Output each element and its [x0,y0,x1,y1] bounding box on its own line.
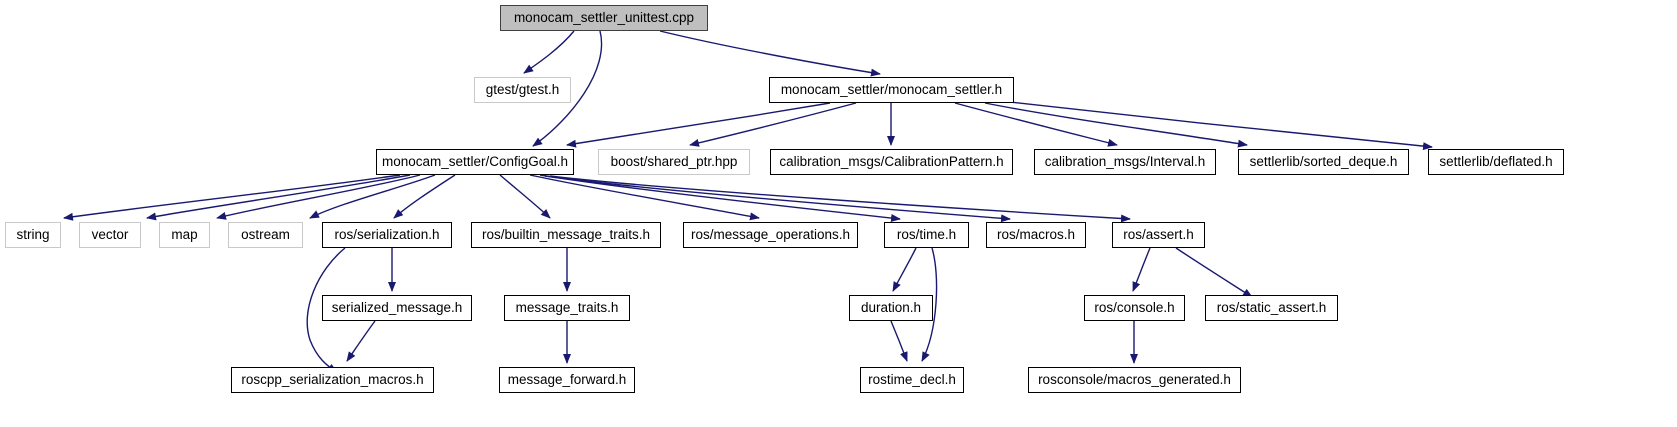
node-label: ros/assert.h [1123,227,1194,243]
node-sharedptr[interactable]: boost/shared_ptr.hpp [598,149,750,175]
node-builtin[interactable]: ros/builtin_message_traits.h [471,222,661,248]
node-label: string [16,227,50,243]
node-label: duration.h [860,300,922,316]
node-label: monocam_settler/ConfigGoal.h [381,154,569,170]
edge-serial-to-roscppmacros [306,247,346,373]
node-map[interactable]: map [159,222,210,248]
edge-monocam-to-sorteddeque [984,102,1248,148]
node-configgoal[interactable]: monocam_settler/ConfigGoal.h [376,149,574,175]
node-label: vector [91,227,129,243]
node-label: roscpp_serialization_macros.h [241,372,424,388]
edge-root-to-gtest [523,30,575,74]
node-assert[interactable]: ros/assert.h [1112,222,1205,248]
node-label: monocam_settler/monocam_settler.h [780,82,1003,98]
node-console[interactable]: ros/console.h [1084,295,1185,321]
node-msgops[interactable]: ros/message_operations.h [683,222,858,248]
node-label: gtest/gtest.h [485,82,560,98]
node-macros[interactable]: ros/macros.h [986,222,1086,248]
edge-monocam-to-sharedptr [689,102,857,147]
node-label: ros/message_operations.h [690,227,851,243]
node-serial[interactable]: ros/serialization.h [322,222,452,248]
edge-rostime-to-duration [892,247,917,292]
edge-configgoal-to-vector [146,174,411,221]
edge-configgoal-to-assert [549,175,1131,223]
node-label: ros/macros.h [996,227,1076,243]
node-label: ros/builtin_message_traits.h [481,227,651,243]
edge-root-to-configgoal [532,30,603,147]
edge-monocam-to-configgoal [566,102,831,148]
node-deflated[interactable]: settlerlib/deflated.h [1428,149,1564,175]
node-vector[interactable]: vector [79,222,141,248]
node-staticassert[interactable]: ros/static_assert.h [1205,295,1338,321]
node-label: message_traits.h [515,300,619,316]
node-rostime[interactable]: ros/time.h [884,222,969,248]
edge-configgoal-to-ostream [309,174,436,219]
node-label: ros/console.h [1094,300,1175,316]
edge-configgoal-to-map [216,174,421,220]
edge-configgoal-to-msgops [529,174,760,221]
edge-rostime-to-rostimedecl [921,247,938,362]
edge-assert-to-console [1132,247,1151,292]
edge-monocam-to-interval [954,102,1118,147]
node-label: settlerlib/deflated.h [1439,154,1553,170]
node-monocam[interactable]: monocam_settler/monocam_settler.h [769,77,1014,103]
edge-configgoal-to-macros [544,175,1011,223]
node-label: map [171,227,198,243]
edge-configgoal-to-string [63,174,401,221]
node-label: rostime_decl.h [868,372,956,388]
node-gtest[interactable]: gtest/gtest.h [474,77,571,103]
node-duration[interactable]: duration.h [849,295,933,321]
node-rostimedecl[interactable]: rostime_decl.h [860,367,964,393]
node-label: calibration_msgs/CalibrationPattern.h [779,154,1004,170]
node-serialmsg[interactable]: serialized_message.h [322,295,472,321]
node-label: serialized_message.h [331,300,463,316]
node-msgtraits[interactable]: message_traits.h [504,295,630,321]
node-label: boost/shared_ptr.hpp [610,154,738,170]
node-label: ros/serialization.h [334,227,440,243]
edge-serialmsg-to-roscppmacros [346,320,376,362]
node-label: calibration_msgs/Interval.h [1044,154,1206,170]
edge-configgoal-to-serial [393,174,456,219]
node-interval[interactable]: calibration_msgs/Interval.h [1034,149,1216,175]
node-sorteddeque[interactable]: settlerlib/sorted_deque.h [1238,149,1409,175]
edge-monocam-to-deflated [1009,101,1433,151]
node-roscppmacros[interactable]: roscpp_serialization_macros.h [231,367,434,393]
node-label: ros/time.h [896,227,957,243]
edge-configgoal-to-builtin [499,174,551,219]
edge-assert-to-staticassert [1175,247,1253,298]
node-label: rosconsole/macros_generated.h [1038,372,1231,388]
edge-duration-to-rostimedecl [890,320,908,362]
node-label: message_forward.h [507,372,627,388]
node-string[interactable]: string [5,222,61,248]
node-ostream[interactable]: ostream [228,222,303,248]
node-root[interactable]: monocam_settler_unittest.cpp [500,5,708,31]
node-label: settlerlib/sorted_deque.h [1249,154,1398,170]
node-label: monocam_settler_unittest.cpp [513,10,695,26]
node-rosconsgen[interactable]: rosconsole/macros_generated.h [1028,367,1241,393]
node-label: ostream [241,227,290,243]
node-msgforward[interactable]: message_forward.h [499,367,635,393]
node-calibpat[interactable]: calibration_msgs/CalibrationPattern.h [770,149,1013,175]
edge-root-to-monocam [659,30,881,77]
node-label: ros/static_assert.h [1216,300,1327,316]
